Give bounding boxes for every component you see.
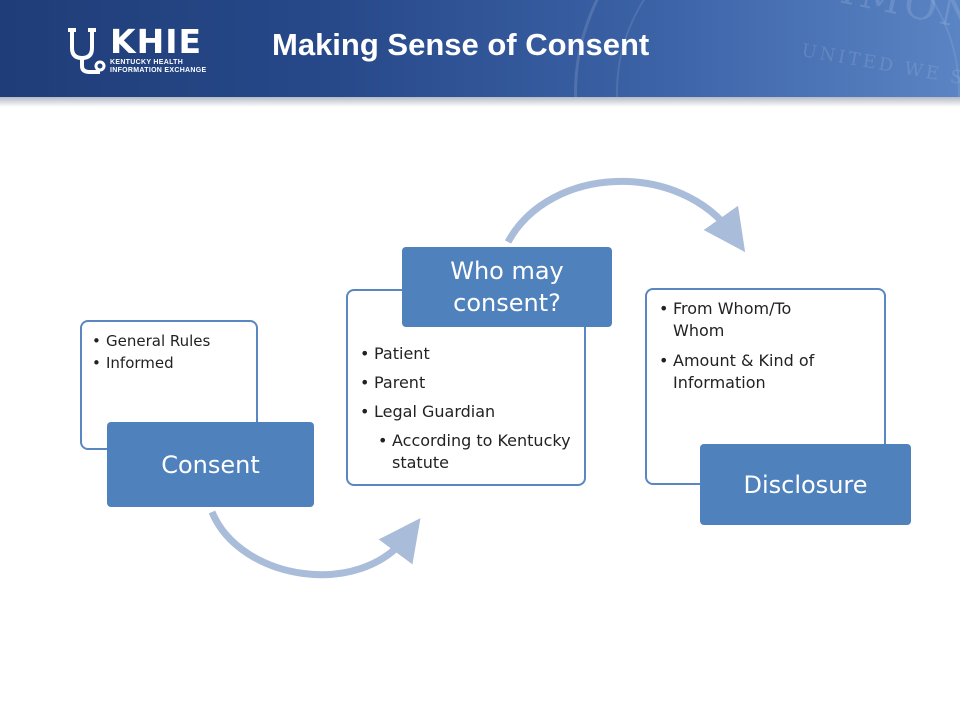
who-may-consent-step-label: Who may consent?	[402, 247, 612, 327]
disclosure-step-label: Disclosure	[700, 444, 911, 525]
bullet-item: Parent	[360, 368, 584, 397]
khie-logo: KHIE KENTUCKY HEALTH INFORMATION EXCHANG…	[66, 22, 216, 80]
sub-bullet-item: According to Kentucky statute	[378, 430, 584, 474]
bullet-item: From Whom/To Whom	[659, 298, 833, 342]
arrow-consent-to-who	[208, 510, 421, 579]
bullet-item: Patient	[360, 339, 584, 368]
disclosure-bullets: From Whom/To Whom Amount & Kind of Infor…	[647, 290, 884, 394]
bullet-item: Amount & Kind of Information	[659, 350, 863, 394]
arrow-who-to-disclosure	[504, 178, 746, 253]
header-banner: COMMONWEALTH OF KE UNITED WE STAND KHIE …	[0, 0, 960, 306]
consent-bullets: General Rules Informed	[82, 322, 256, 374]
logo-wordmark: KHIE	[110, 22, 203, 61]
consent-step-label: Consent	[107, 422, 314, 507]
logo-subtitle-line1: KENTUCKY HEALTH	[110, 59, 184, 66]
bullet-item: Informed	[92, 352, 256, 374]
who-bullets: Patient Parent Legal Guardian According …	[348, 291, 584, 474]
bullet-item: Legal Guardian	[360, 397, 584, 426]
logo-subtitle-line2: INFORMATION EXCHANGE	[110, 67, 207, 74]
header-shadow	[0, 97, 960, 107]
bullet-item: General Rules	[92, 330, 256, 352]
stethoscope-icon	[68, 28, 106, 74]
page-title: Making Sense of Consent	[272, 27, 650, 62]
